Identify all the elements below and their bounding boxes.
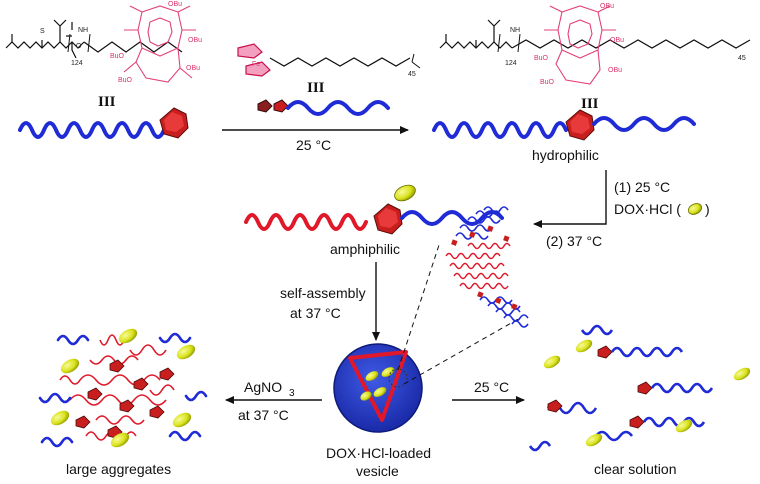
buo-label-left: BuO [110,53,125,60]
dox-molecule-icon [172,412,192,428]
step2-condition-2: DOX·HCl ( [614,201,681,217]
hydrophilic-label: hydrophilic [532,147,599,163]
dox-molecule-icon [543,355,561,369]
obu-label-right-top: OBu [600,3,614,10]
clear-solution-label: clear solution [594,461,677,477]
dox-molecule-icon [675,419,693,433]
amphiphilic-cartoon [244,184,504,235]
amphiphilic-label: amphiphilic [330,241,400,257]
membrane-zoom-inset [445,206,529,328]
cyclodextrin-host-icon [159,107,189,139]
compound-label-guest: III [307,80,325,96]
self-assembly-label-2: at 37 °C [290,305,341,321]
dox-molecule-icon [733,367,751,381]
zoom-guide-line [397,241,441,371]
compound-label-left: III [98,94,116,110]
step1-condition: 25 °C [296,137,331,153]
dox-icon-inline [687,203,703,215]
dox-molecule-icon [365,371,379,381]
obu-label-top: OBu [168,1,182,8]
large-aggregates-cartoon [38,328,208,448]
large-aggregates-label: large aggregates [66,461,171,477]
agno3-temperature: at 37 °C [238,407,289,423]
dox-molecule-icon [110,432,130,448]
dox-molecule-icon [118,328,138,344]
pillararene-with-ferrocene [544,5,616,85]
buo-label-right-bottom: BuO [540,79,555,86]
threaded-complex-cartoon [432,109,696,141]
obu-label-lower: OBu [186,65,200,72]
nh-label: NH [78,27,88,34]
cyclodextrin-host-icon [637,381,653,395]
fe-label: Fe [252,61,260,68]
obu-label-right-mid: OBu [610,37,624,44]
dox-molecule-icon [60,358,80,374]
carbonyl-o-label: O [76,43,82,50]
dox-molecule-icon [360,391,372,401]
cyclodextrin-host-icon [547,399,563,413]
step2-condition-2-close: ) [705,201,710,217]
zoom-guide-line [403,317,521,385]
agno3-label: AgNO [244,379,282,395]
vesicle-label-1: DOX·HCl-loaded [326,445,431,461]
cooling-condition: 25 °C [474,379,509,395]
guest-cartoon [257,99,390,116]
dox-molecule-icon [381,367,395,377]
dox-molecule-icon [373,387,387,397]
clear-solution-cartoon [528,324,751,452]
vesicle-cartoon [333,343,423,433]
pillararene-macrocycle [123,5,196,83]
zoom-region-marker [388,368,408,388]
step2-condition-3: (2) 37 °C [546,233,602,249]
small-host-icon [257,99,273,113]
buo-label-right-left: BuO [534,55,549,62]
compound-label-right: III [581,96,599,112]
cyclodextrin-host-icon [373,203,403,235]
peg-n-guest: 45 [408,71,416,78]
nh-label-right: NH [510,27,520,34]
left-chemical-structure: S NH O 124 OBu OBu BuO OBu BuO [5,1,202,84]
dp-left-label: 124 [71,60,83,67]
buo-label-bottom: BuO [118,77,133,84]
dp-right-label: 124 [505,60,517,67]
ferrocene-peg-structure: Fe 45 [237,43,421,78]
cyclodextrin-host-icon [565,109,595,141]
agno3-subscript: 3 [289,388,295,399]
step2-arrow [533,170,607,228]
polymer-with-host-cartoon [18,107,189,139]
vesicle-label-2: vesicle [356,463,399,479]
small-host-icon [273,99,289,113]
dox-molecule-icon [50,410,70,426]
s-atom-label: S [40,28,45,35]
peg-n-right: 45 [738,55,746,62]
self-assembly-label-1: self-assembly [280,285,366,301]
dox-molecule-icon [394,184,416,202]
step2-condition-1: (1) 25 °C [614,179,670,195]
dox-molecule-icon [575,339,593,353]
cyclodextrin-host-icon [597,345,613,359]
obu-label-right-low: OBu [608,67,622,74]
dox-molecule-icon [585,433,603,447]
right-chemical-structure: NH 124 45 OBu OBu BuO OBu BuO [439,3,751,86]
cyclodextrin-host-icon [629,415,645,429]
obu-label-right: OBu [188,37,202,44]
dox-molecule-icon [176,344,196,360]
